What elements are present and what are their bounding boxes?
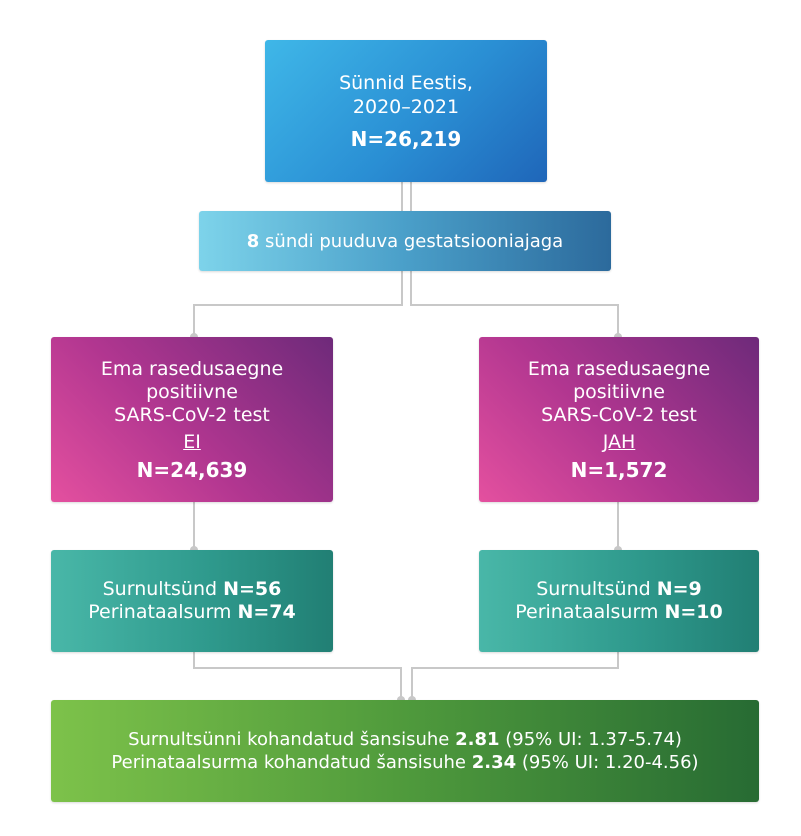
test-label-line2: positiivne	[573, 380, 665, 403]
outcome-positive-box: Surnultsünd N=9 Perinataalsurm N=10	[479, 550, 759, 652]
test-positive-count: N=1,572	[570, 457, 668, 482]
test-negative-count: N=24,639	[136, 457, 248, 482]
exclusion-count: 8	[246, 230, 260, 252]
odds-ratio-box: Surnultsünni kohandatud šansisuhe 2.81 (…	[51, 700, 759, 802]
test-label-line3: SARS-CoV-2 test	[541, 403, 697, 426]
outcome-negative-box: Surnultsünd N=56 Perinataalsurm N=74	[51, 550, 333, 652]
perinatal-odds-ratio: Perinataalsurma kohandatud šansisuhe 2.3…	[111, 752, 699, 773]
connector-top-to-exclusion	[401, 182, 412, 211]
perinatal-death-line: Perinataalsurm N=10	[515, 601, 723, 623]
exclusion-text: 8 sündi puuduva gestatsiooniajaga	[246, 230, 564, 252]
test-positive-box: Ema rasedusaegne positiivne SARS-CoV-2 t…	[479, 337, 759, 502]
test-negative-box: Ema rasedusaegne positiivne SARS-CoV-2 t…	[51, 337, 333, 502]
exclusion-box: 8 sündi puuduva gestatsiooniajaga	[199, 211, 611, 271]
test-label-line3: SARS-CoV-2 test	[114, 403, 270, 426]
births-box: Sünnid Eestis, 2020–2021 N=26,219	[265, 40, 547, 182]
births-count: N=26,219	[350, 127, 462, 151]
test-answer: EI	[183, 430, 201, 453]
stillbirth-odds-ratio: Surnultsünni kohandatud šansisuhe 2.81 (…	[128, 729, 682, 750]
connector-right-outcome-to-result	[411, 652, 619, 700]
test-label-line1: Ema rasedusaegne	[527, 357, 711, 380]
births-title-line2: 2020–2021	[352, 96, 460, 118]
connector-exclusion-to-left	[193, 271, 403, 337]
stillbirth-line: Surnultsünd N=9	[536, 578, 702, 600]
perinatal-death-line: Perinataalsurm N=74	[88, 601, 296, 623]
connector-exclusion-to-right	[410, 271, 619, 337]
test-label-line1: Ema rasedusaegne	[100, 357, 284, 380]
test-answer: JAH	[602, 430, 636, 453]
test-label-line2: positiivne	[146, 380, 238, 403]
births-title-line1: Sünnid Eestis,	[339, 72, 473, 94]
connector-left-outcome-to-result	[193, 652, 402, 700]
stillbirth-line: Surnultsünd N=56	[102, 578, 282, 600]
